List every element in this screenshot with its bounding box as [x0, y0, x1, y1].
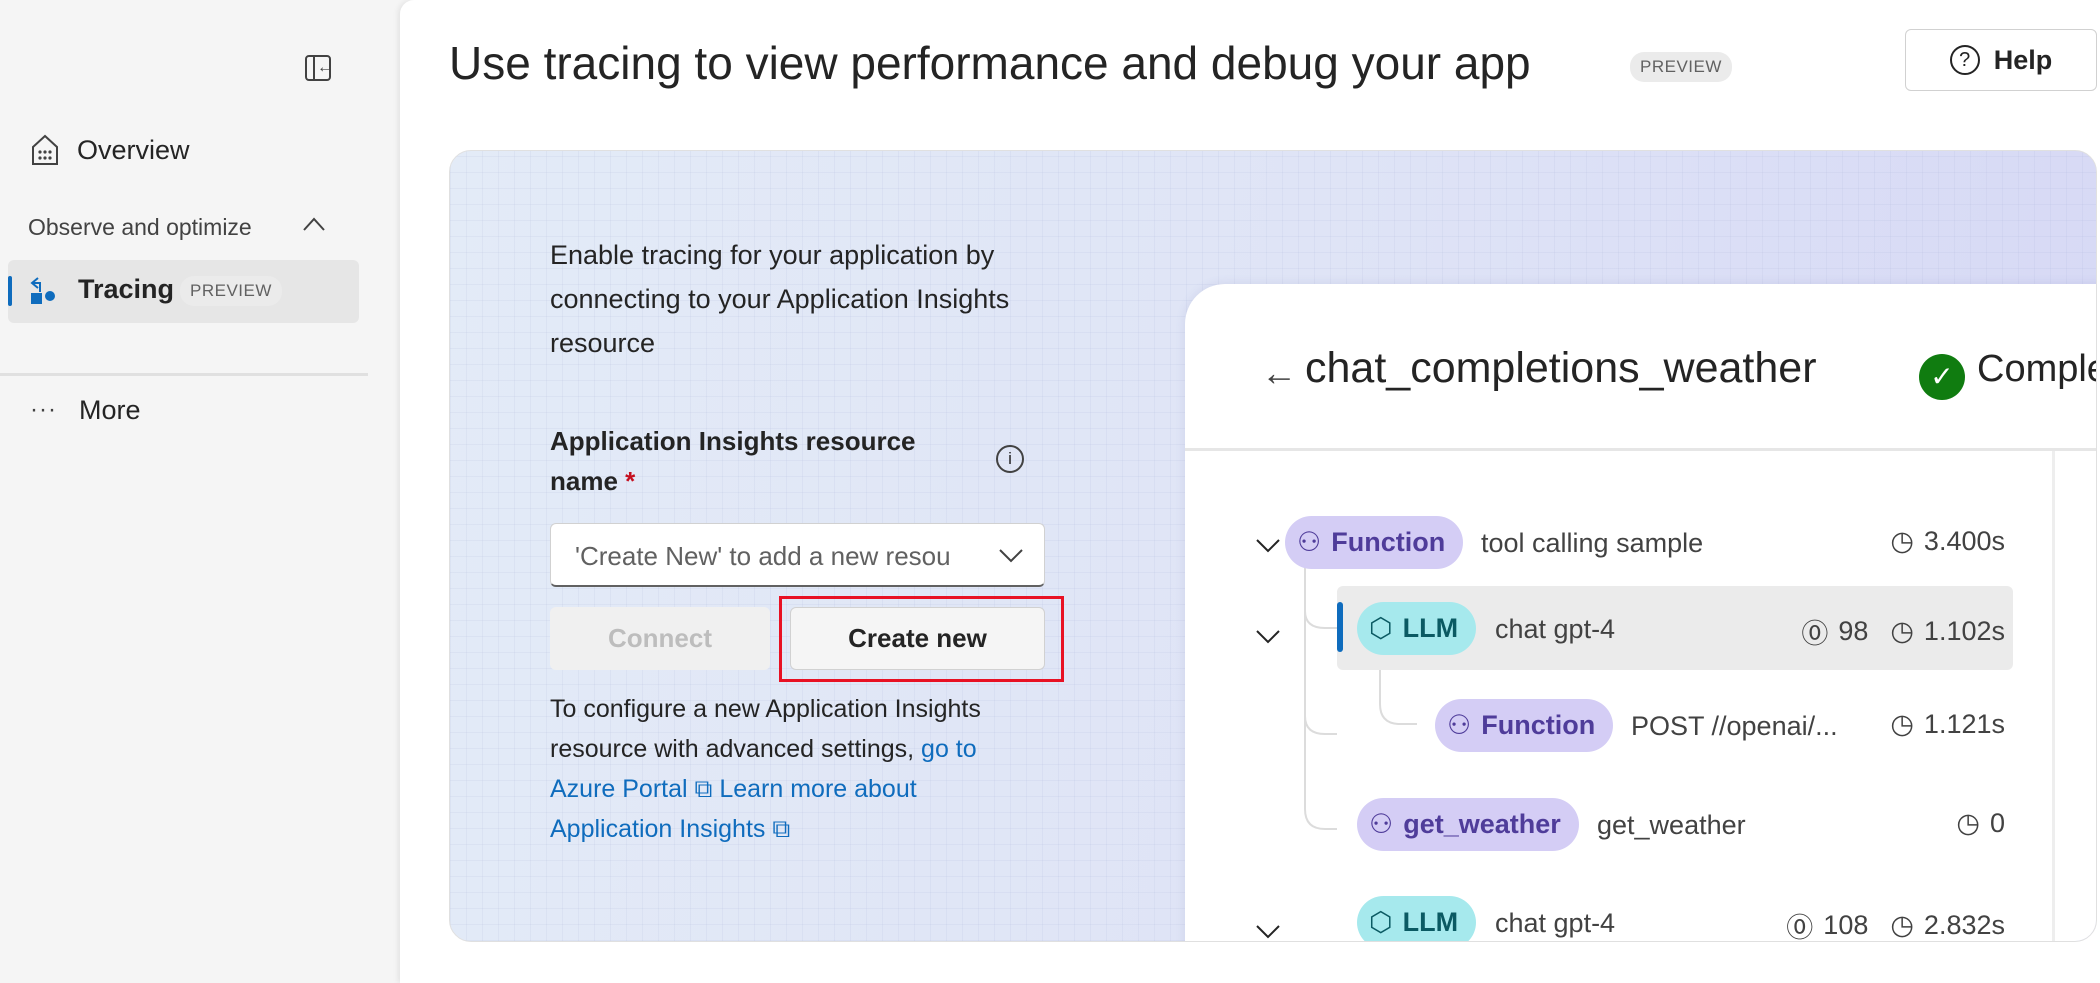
clock-icon: ◷ — [1956, 808, 1980, 838]
external-link-icon: ⧉ — [772, 815, 791, 843]
divider — [1185, 448, 2096, 451]
external-link-icon: ⧉ — [694, 775, 713, 803]
connect-button[interactable]: Connect — [550, 607, 770, 670]
dropdown-placeholder: 'Create New' to add a new resou — [575, 541, 951, 571]
info-icon[interactable]: i — [996, 445, 1024, 473]
preview-badge: PREVIEW — [180, 276, 282, 306]
chevron-down-icon[interactable] — [1255, 629, 1281, 650]
home-icon — [32, 134, 58, 165]
help-text-body: To configure a new Application Insights … — [550, 695, 981, 763]
azure-portal-link[interactable]: go to Azure Portal — [550, 735, 977, 803]
clock-icon: ◷ — [1890, 709, 1914, 739]
page-title: Use tracing to view performance and debu… — [449, 37, 1531, 89]
tree-connectors — [1304, 556, 1417, 830]
divider — [0, 373, 368, 376]
span-name: POST //openai/... — [1631, 711, 1838, 741]
intro-text: Enable tracing for your application by c… — [550, 240, 1010, 358]
span-type-pill[interactable]: ⚇Function — [1285, 516, 1464, 569]
span-name: chat gpt-4 — [1495, 908, 1616, 938]
sidebar-item-label: More — [78, 394, 141, 425]
span-type-pill[interactable]: ⚇Function — [1435, 699, 1614, 752]
span-type-pill[interactable]: ⬡LLM — [1357, 602, 1477, 655]
help-text: To configure a new Application Insights … — [550, 689, 1030, 849]
panel-collapse-icon[interactable]: ← — [305, 55, 333, 81]
column-divider — [2052, 451, 2055, 941]
function-icon: ⚇ — [1447, 710, 1472, 740]
chevron-up-icon[interactable] — [302, 216, 325, 238]
active-indicator — [8, 276, 12, 306]
token-icon: ⓪ — [1801, 619, 1829, 649]
span-meta: ◷3.400s — [1890, 526, 2005, 556]
span-name: get_weather — [1597, 810, 1746, 840]
tracing-icon — [30, 277, 55, 304]
resource-dropdown[interactable]: 'Create New' to add a new resou — [550, 523, 1045, 587]
span-name: tool calling sample — [1481, 528, 1704, 558]
trace-preview-panel: ← chat_completions_weather ✓ Complet ⚇Fu… — [1185, 284, 2096, 942]
more-icon: ··· — [30, 396, 57, 423]
tracing-setup-card: Enable tracing for your application by c… — [449, 150, 2097, 942]
sidebar-item-label: Tracing — [78, 274, 175, 304]
span-name: chat gpt-4 — [1495, 614, 1616, 644]
sidebar-item-overview[interactable]: Overview — [20, 128, 360, 172]
question-icon: ? — [1949, 45, 1980, 75]
status-label: Complet — [1977, 348, 2096, 390]
clock-icon: ◷ — [1890, 526, 1914, 556]
create-new-button[interactable]: Create new — [790, 607, 1045, 670]
clock-icon: ◷ — [1890, 910, 1914, 940]
chevron-down-icon[interactable] — [1255, 924, 1281, 941]
span-type-pill[interactable]: ⚇get_weather — [1357, 798, 1579, 851]
function-icon: ⚇ — [1297, 527, 1322, 557]
clock-icon: ◷ — [1890, 616, 1914, 646]
back-arrow-icon[interactable]: ← — [1261, 352, 1297, 393]
help-label: Help — [1993, 44, 2053, 75]
trace-title: chat_completions_weather — [1305, 344, 1817, 392]
section-header: Observe and optimize — [28, 214, 252, 240]
token-icon: ⓪ — [1786, 913, 1814, 942]
chevron-down-icon[interactable] — [1255, 534, 1281, 560]
selection-indicator — [1337, 602, 1343, 652]
span-meta: ◷0 — [1956, 808, 2005, 838]
chevron-down-icon — [999, 549, 1023, 563]
cube-icon: ⬡ — [1369, 907, 1393, 937]
function-icon: ⚇ — [1369, 809, 1394, 839]
sidebar: ← Overview Observe and optimize Tracing … — [0, 0, 400, 983]
sidebar-item-tracing[interactable]: Tracing PREVIEW — [8, 260, 359, 323]
required-marker: * — [625, 466, 636, 496]
cube-icon: ⬡ — [1369, 613, 1393, 643]
help-button[interactable]: ? Help — [1905, 29, 2097, 91]
highlight-box — [779, 596, 1064, 682]
preview-badge: PREVIEW — [1630, 52, 1732, 82]
learn-more-link[interactable]: Learn more about Application Insights — [550, 775, 917, 843]
sidebar-item-more[interactable]: ··· More — [20, 390, 141, 430]
span-type-pill[interactable]: ⬡LLM — [1357, 896, 1477, 941]
sidebar-item-label: Overview — [77, 134, 190, 165]
check-circle-icon: ✓ — [1919, 354, 1965, 400]
span-meta: ◷1.121s — [1890, 709, 2005, 739]
field-label: Application Insights resource name * — [550, 426, 916, 496]
